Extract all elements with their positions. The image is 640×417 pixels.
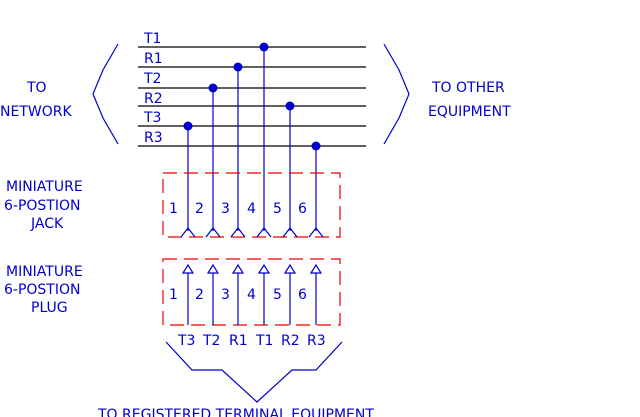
jack-position-1: 1 — [169, 201, 178, 217]
junction-dot-5 — [285, 101, 295, 111]
plug-contact-1 — [181, 263, 195, 274]
wire-label-t1: T1 — [143, 31, 161, 47]
plug-position-3: 3 — [221, 287, 230, 303]
plug-contact-6 — [309, 263, 323, 274]
left-label-line-2: NETWORK — [0, 104, 72, 120]
jack-position-4: 4 — [247, 201, 256, 217]
junction-dot-2 — [208, 83, 218, 93]
plug-contact-5 — [283, 263, 297, 274]
plug-position-4: 4 — [247, 287, 256, 303]
bottom-wire-label-5: R2 — [281, 333, 300, 349]
plug-contact-4 — [257, 263, 271, 274]
bottom-wire-label-1: T3 — [177, 333, 195, 349]
jack-contact-3 — [230, 227, 246, 238]
bottom-wire-label-2: T2 — [202, 333, 220, 349]
plug-contact-2 — [206, 263, 220, 274]
plug-contact-3 — [231, 263, 245, 274]
junction-dot-1 — [183, 121, 193, 131]
junction-dot-3 — [233, 62, 243, 72]
jack-contact-4 — [256, 227, 272, 238]
right-brace — [383, 43, 410, 145]
left-label-line-1: TO — [26, 80, 47, 96]
left-brace — [92, 43, 119, 145]
bottom-wire-label-4: T1 — [255, 333, 273, 349]
plug-label-line-2: 6-POSTION — [4, 282, 80, 298]
jack-label-line-1: MINIATURE — [6, 179, 83, 195]
plug-housing — [162, 258, 341, 326]
wire-label-r3: R3 — [144, 130, 163, 146]
plug-label-line-3: PLUG — [31, 300, 68, 316]
junction-dot-4 — [259, 42, 269, 52]
plug-position-5: 5 — [273, 287, 282, 303]
plug-position-1: 1 — [169, 287, 178, 303]
wire-label-t3: T3 — [143, 110, 161, 126]
jack-label-line-3: JACK — [30, 216, 64, 232]
plug-label-line-1: MINIATURE — [6, 264, 83, 280]
jack-label-line-2: 6-POSTION — [4, 198, 80, 214]
wire-label-t2: T2 — [143, 71, 161, 87]
jack-contact-2 — [205, 227, 221, 238]
jack-contact-6 — [308, 227, 324, 238]
jack-housing — [162, 172, 341, 238]
jack-position-2: 2 — [195, 201, 204, 217]
jack-contact-5 — [282, 227, 298, 238]
plug-position-6: 6 — [298, 287, 307, 303]
plug-position-2: 2 — [195, 287, 204, 303]
wire-label-r2: R2 — [144, 91, 163, 107]
jack-contact-1 — [180, 227, 196, 238]
wire-label-r1: R1 — [144, 51, 163, 67]
right-label-line-1: TO OTHER — [431, 80, 505, 96]
jack-position-6: 6 — [298, 201, 307, 217]
jack-position-3: 3 — [221, 201, 230, 217]
bottom-wire-label-3: R1 — [229, 333, 248, 349]
bottom-wire-label-6: R3 — [307, 333, 326, 349]
junction-dot-6 — [311, 141, 321, 151]
jack-position-5: 5 — [273, 201, 282, 217]
right-label-line-2: EQUIPMENT — [428, 104, 511, 120]
bottom-brace — [165, 341, 343, 403]
bottom-label: TO REGISTERED TERMINAL EQUIPMENT — [97, 407, 374, 417]
